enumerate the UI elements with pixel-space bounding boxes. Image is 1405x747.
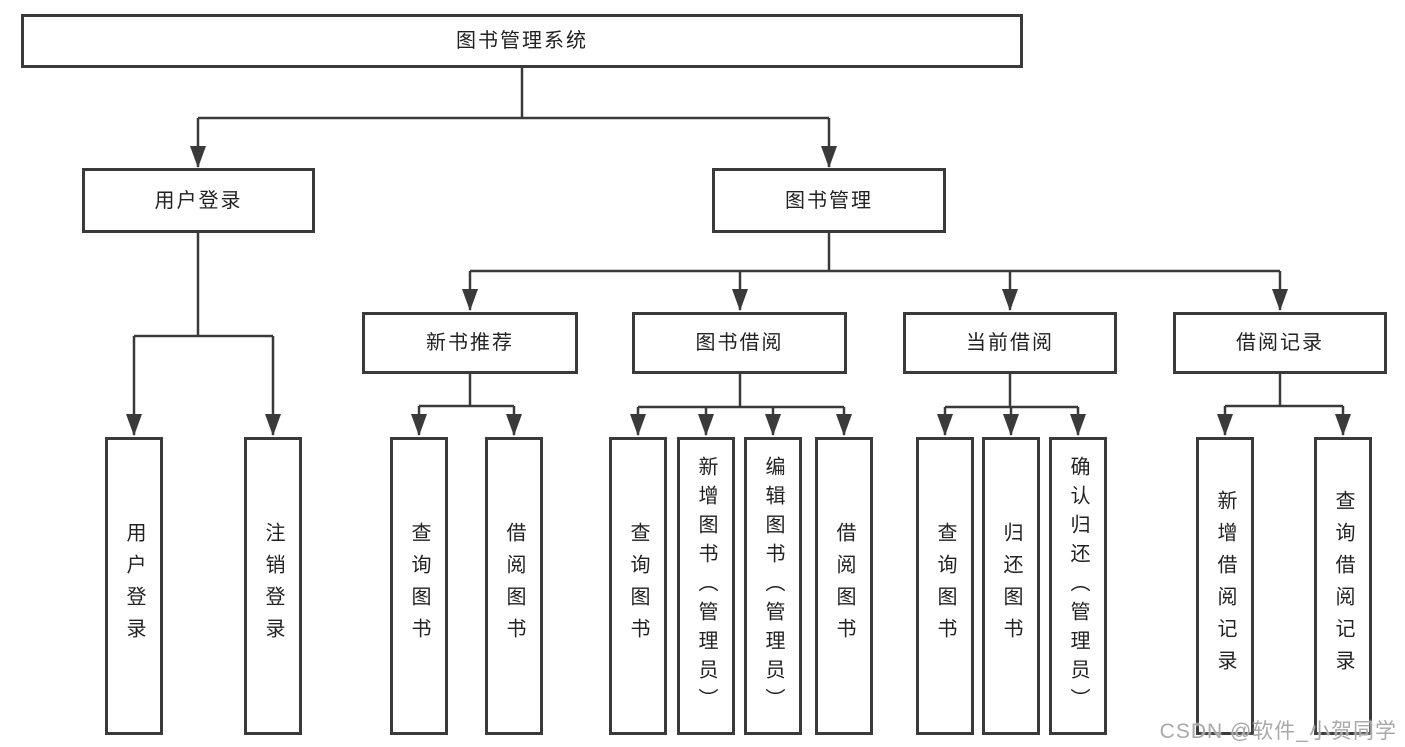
leaf-current-return-books: 归还图书 — [982, 437, 1040, 735]
leaf-logout: 注销登录 — [244, 437, 302, 735]
node-library-system: 图书管理系统 — [21, 14, 1023, 68]
leaf-records-query-borrow-record: 查询借阅记录 — [1314, 437, 1372, 735]
node-current-borrowing: 当前借阅 — [903, 312, 1117, 374]
node-user-login-branch: 用户登录 — [82, 168, 315, 233]
leaf-newrec-query-books: 查询图书 — [390, 437, 448, 735]
leaf-newrec-borrow-books: 借阅图书 — [485, 437, 543, 735]
leaf-borrowing-query-books: 查询图书 — [609, 437, 667, 735]
leaf-records-add-borrow-record: 新增借阅记录 — [1196, 437, 1254, 735]
leaf-borrowing-borrow-books: 借阅图书 — [815, 437, 873, 735]
leaf-borrowing-add-books-admin: 新增图书（管理员） — [677, 437, 735, 735]
node-book-management-branch: 图书管理 — [712, 168, 946, 233]
node-borrowing-records: 借阅记录 — [1173, 312, 1387, 374]
csdn-watermark: CSDN @软件_小贺同学 — [1159, 720, 1397, 743]
leaf-current-query-books: 查询图书 — [916, 437, 974, 735]
node-new-book-recommend: 新书推荐 — [362, 312, 578, 374]
leaf-borrowing-edit-books-admin: 编辑图书（管理员） — [744, 437, 802, 735]
node-book-borrowing: 图书借阅 — [632, 312, 847, 374]
leaf-user-login: 用户登录 — [105, 437, 163, 735]
leaf-current-confirm-return-admin: 确认归还（管理员） — [1049, 437, 1107, 735]
